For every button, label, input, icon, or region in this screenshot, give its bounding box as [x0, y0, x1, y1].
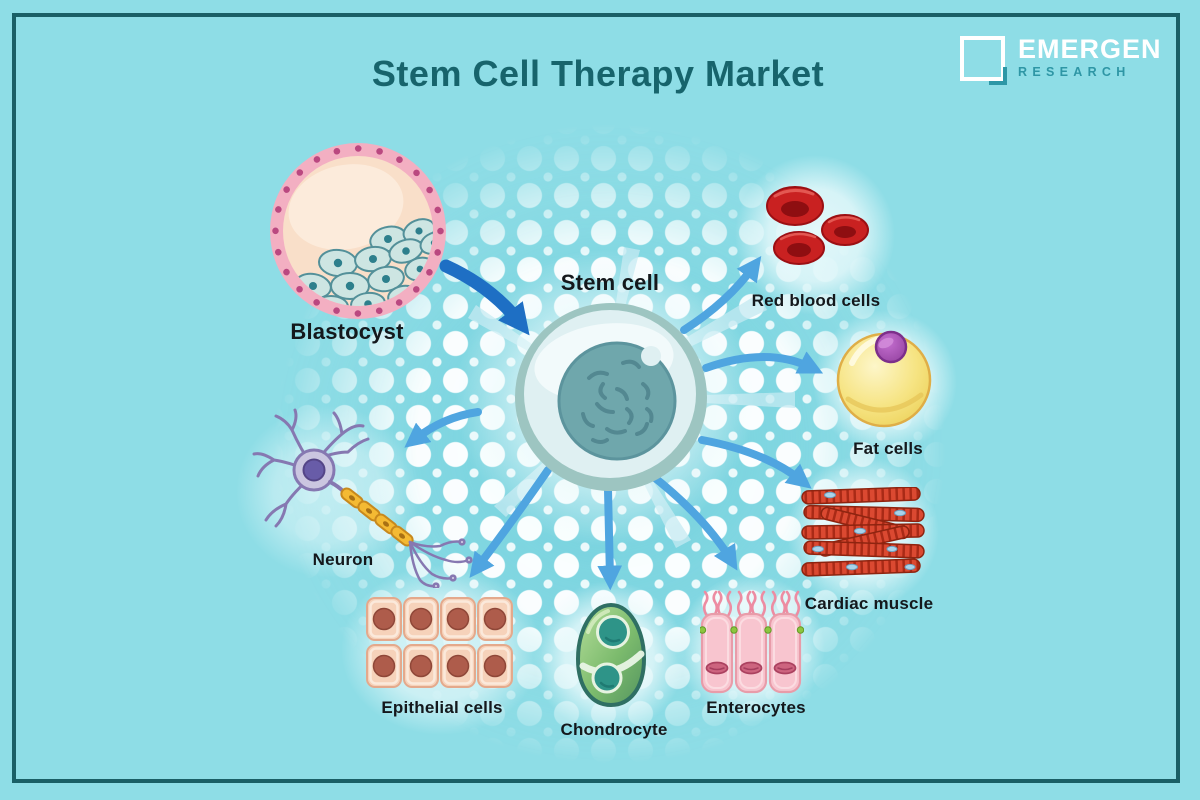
enterocytes-illustration	[700, 590, 804, 694]
brand-logo-text: EMERGEN RESEARCH	[1018, 36, 1162, 79]
stem-cell-label: Stem cell	[560, 270, 660, 295]
red-blood-cells-illustration	[766, 186, 869, 265]
brand-name: EMERGEN	[1018, 34, 1162, 64]
fat-cells-illustration	[836, 330, 932, 428]
red-blood-cell	[766, 186, 824, 226]
red-blood-cells-label: Red blood cells	[751, 291, 881, 310]
stem-cell-illustration	[515, 303, 707, 491]
neuron-label: Neuron	[312, 550, 374, 569]
chondrocyte-label: Chondrocyte	[560, 720, 668, 739]
neuron-axon-terminals	[408, 538, 473, 588]
arrow-stem-to-chondrocyte	[597, 486, 623, 591]
chondrocyte-nucleus	[591, 662, 623, 694]
brand-logo: EMERGEN RESEARCH	[960, 36, 1162, 86]
logo-corner-accent	[989, 67, 1007, 85]
neuron-halo	[236, 406, 420, 578]
brand-subname: RESEARCH	[1018, 65, 1131, 79]
enterocyte-villi	[702, 590, 801, 618]
cardiac-muscle-illustration	[801, 487, 925, 577]
logo-square-outline	[960, 36, 1005, 81]
red-blood-cell	[773, 231, 825, 265]
neuron-nucleus	[302, 458, 326, 482]
blastocyst-illustration	[270, 143, 446, 319]
chondrocyte-illustration	[575, 602, 647, 708]
blastocyst-outer-ring-cells	[272, 145, 444, 317]
blastocyst-label: Blastocyst	[290, 319, 404, 344]
chondrocyte-nucleus	[596, 615, 630, 649]
neuron-illustration	[252, 408, 473, 588]
arrow-stem-to-red-blood-cells	[680, 255, 762, 334]
arrow-stem-to-enterocytes	[646, 470, 738, 571]
arrow-stem-to-cardiac-muscle	[698, 436, 812, 489]
epithelial-cells-illustration	[366, 597, 513, 688]
arrow-stem-to-neuron	[404, 408, 482, 448]
brand-logo-icon	[960, 36, 1008, 86]
arrow-stem-to-epithelial-cells	[469, 466, 552, 578]
cardiac-muscle-label: Cardiac muscle	[804, 594, 934, 613]
neuron-myelin-sheath	[340, 487, 414, 547]
enterocyte-nuclei	[705, 661, 797, 675]
enterocytes-label: Enterocytes	[706, 698, 806, 717]
epithelial-cell-grid	[366, 597, 513, 688]
arrow-blastocyst-to-stem-cell	[439, 259, 530, 336]
page-title: Stem Cell Therapy Market	[371, 53, 825, 94]
arrow-stem-to-fat-cells	[702, 351, 824, 374]
fat-cells-label: Fat cells	[853, 439, 923, 458]
red-blood-cell	[821, 214, 869, 246]
epithelial-cells-label: Epithelial cells	[381, 698, 503, 717]
